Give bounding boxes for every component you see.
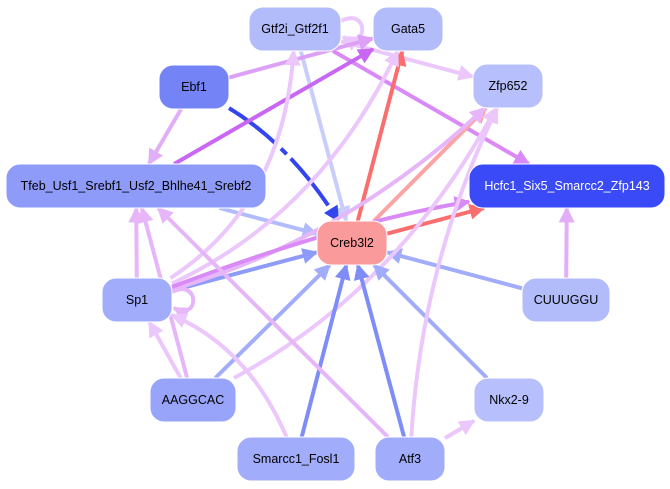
node-sp1[interactable]: Sp1 (101, 277, 173, 323)
edge-atf3-to-zfp652 (409, 106, 500, 438)
edges-layer (128, 16, 575, 440)
node-label: Ebf1 (181, 80, 207, 94)
node-ebf1[interactable]: Ebf1 (158, 64, 230, 110)
node-label: AAGGCAC (162, 393, 225, 407)
node-box[interactable] (158, 64, 230, 110)
edge-creb3l2-to-hcfc1 (386, 203, 486, 236)
edge-smarcc1-to-creb3l2 (299, 263, 351, 438)
node-atf3[interactable]: Atf3 (374, 436, 446, 482)
node-cuuuggu[interactable]: CUUUGGU (521, 277, 611, 323)
node-label: Atf3 (399, 452, 421, 466)
node-label: Hcfc1_Six5_Smarcc2_Zfp143 (484, 179, 649, 193)
edge-sp1-to-zfp652 (171, 106, 487, 292)
edge-cuuuggu-to-hcfc1 (558, 206, 575, 279)
edge-sp1-to-gata5 (171, 49, 400, 286)
edge-creb3l2-to-gata5 (355, 49, 407, 222)
node-smarcc1[interactable]: Smarcc1_Fosl1 (236, 436, 356, 482)
edge-nkx29-to-creb3l2 (372, 263, 489, 380)
node-label: Gata5 (391, 22, 425, 36)
node-hcfc1[interactable]: Hcfc1_Six5_Smarcc2_Zfp143 (468, 163, 666, 209)
edge-smarcc1-to-sp1 (170, 313, 289, 438)
edge-aaggcac-to-sp1 (147, 320, 183, 379)
edge-sp1-to-tfeb (128, 206, 145, 279)
edge-tfeb-to-gata5 (173, 47, 375, 166)
node-gata5[interactable]: Gata5 (372, 6, 444, 52)
edge-ebf1-to-creb3l2 (227, 106, 341, 223)
edge-sp1-to-sp1 (171, 287, 196, 322)
edge-gtf2i-to-hcfc1 (332, 49, 531, 166)
node-box[interactable] (248, 6, 342, 52)
node-label: Sp1 (126, 293, 148, 307)
node-zfp652[interactable]: Zfp652 (472, 63, 544, 109)
node-box[interactable] (5, 163, 267, 209)
node-label: Zfp652 (489, 79, 528, 93)
node-box[interactable] (473, 377, 545, 423)
node-label: Creb3l2 (330, 236, 374, 250)
node-box[interactable] (236, 436, 356, 482)
node-tfeb[interactable]: Tfeb_Usf1_Srebf1_Usf2_Bhlhe41_Srebf2 (5, 163, 267, 209)
edge-ebf1-to-gata5 (228, 34, 375, 80)
node-box[interactable] (374, 436, 446, 482)
node-label: Smarcc1_Fosl1 (253, 452, 340, 466)
edge-ebf1-to-tfeb (147, 107, 183, 166)
node-box[interactable] (468, 163, 666, 209)
node-label: CUUUGGU (534, 293, 599, 307)
edge-atf3-to-tfeb (156, 206, 390, 439)
edge-tfeb-to-creb3l2 (218, 206, 319, 238)
node-nkx29[interactable]: Nkx2-9 (473, 377, 545, 423)
edge-cuuuggu-to-creb3l2 (385, 248, 523, 291)
node-label: Nkx2-9 (489, 393, 529, 407)
node-aaggcac[interactable]: AAGGCAC (149, 377, 237, 423)
node-box[interactable] (372, 6, 444, 52)
node-gtf2i[interactable]: Gtf2i_Gtf2f1 (248, 6, 342, 52)
node-label: Gtf2i_Gtf2f1 (261, 22, 328, 36)
edge-atf3-to-creb3l2 (353, 263, 407, 438)
edge-gtf2i-to-creb3l2 (298, 50, 351, 223)
node-box[interactable] (316, 220, 388, 266)
node-box[interactable] (101, 277, 173, 323)
node-box[interactable] (149, 377, 237, 423)
node-creb3l2[interactable]: Creb3l2 (316, 220, 388, 266)
edge-gtf2i-to-gtf2i (340, 16, 365, 51)
node-label: Tfeb_Usf1_Srebf1_Usf2_Bhlhe41_Srebf2 (21, 179, 252, 193)
edge-atf3-to-nkx29 (443, 419, 476, 440)
node-box[interactable] (472, 63, 544, 109)
node-box[interactable] (521, 277, 611, 323)
